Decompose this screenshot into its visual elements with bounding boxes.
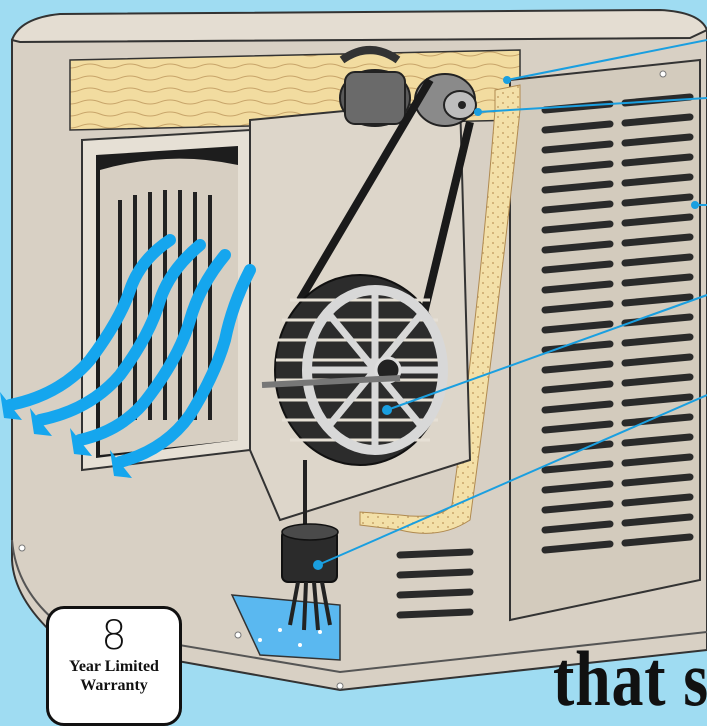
tagline-text: that se [553, 640, 707, 718]
motor-pulley [415, 74, 476, 126]
warranty-line-2: Warranty [49, 676, 179, 695]
evaporative-cooler-cutaway [0, 0, 707, 711]
warranty-years: 8 [49, 615, 179, 657]
warranty-badge: 8 Year Limited Warranty [46, 606, 182, 726]
warranty-line-1: Year Limited [49, 657, 179, 676]
